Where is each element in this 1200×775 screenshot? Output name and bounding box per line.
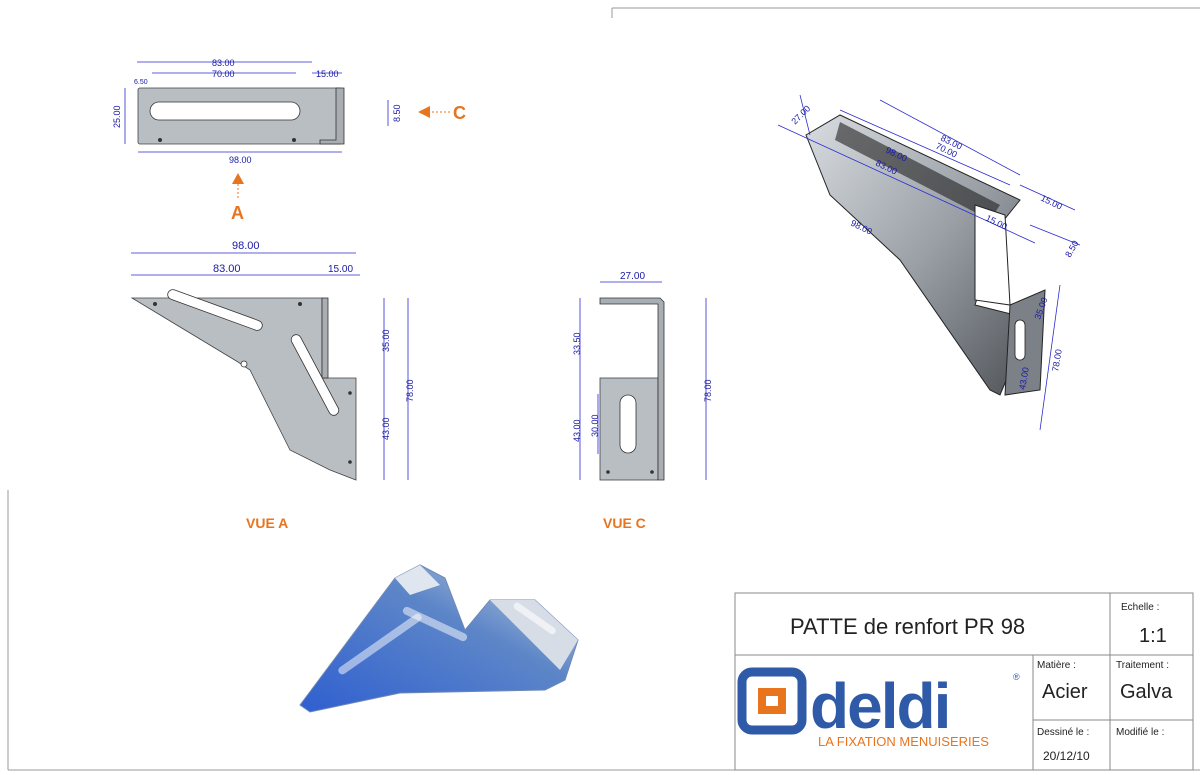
logo-wordmark: deldi	[810, 670, 949, 742]
title-block: PATTE de renfort PR 98 Echelle : 1:1 Mat…	[734, 592, 1194, 771]
vue-a-dim-15: 15.00	[328, 264, 353, 275]
top-dim-98: 98.00	[229, 155, 252, 165]
drawing-title: PATTE de renfort PR 98	[790, 614, 1025, 639]
vue-a-dim-98: 98.00	[232, 240, 260, 252]
vue-c-caption: VUE C	[603, 515, 646, 531]
iso-dim-43: 43.00	[1017, 366, 1031, 390]
vue-a-caption: VUE A	[246, 515, 288, 531]
vue-a-dim-43: 43.00	[381, 417, 391, 440]
traitement-label: Traitement :	[1116, 660, 1169, 671]
dessine-value: 20/12/10	[1043, 749, 1090, 763]
top-dim-15: 15.00	[316, 69, 339, 79]
top-view: 83.00 70.00 15.00 6.50 25.00 8.50 98.00 …	[112, 58, 466, 223]
vue-c: 27.00 33.50 43.00 30.00 78.00 VUE C	[572, 271, 713, 531]
iso-dim-78: 78.00	[1050, 348, 1064, 372]
top-dim-25: 25.00	[112, 105, 122, 128]
iso-dim-15-a: 15.00	[1039, 193, 1064, 212]
dessine-label: Dessiné le :	[1037, 727, 1089, 738]
top-dim-83: 83.00	[212, 58, 235, 68]
top-dim-8-50: 8.50	[392, 104, 402, 122]
vue-c-dim-33-50: 33.50	[572, 332, 582, 355]
vue-a: 98.00 83.00 15.00 35.00 43.00 78.00 VUE …	[130, 240, 415, 531]
iso-view: 27.00 83.00 70.00 98.00 83.00 98.00 15.0…	[777, 94, 1080, 431]
vue-a-dim-35: 35.00	[381, 329, 391, 352]
top-dim-70: 70.00	[212, 69, 235, 79]
traitement-value: Galva	[1120, 681, 1173, 703]
blue-render	[299, 564, 579, 713]
logo-registered: ®	[1013, 672, 1020, 682]
vue-a-dim-83: 83.00	[213, 263, 241, 275]
vue-a-dim-78: 78.00	[405, 379, 415, 402]
logo-tagline: LA FIXATION MENUISERIES	[818, 734, 989, 749]
matiere-label: Matière :	[1037, 660, 1076, 671]
vue-c-dim-27: 27.00	[620, 271, 645, 282]
echelle-label: Echelle :	[1121, 602, 1159, 613]
vue-c-dim-78: 78.00	[703, 379, 713, 402]
iso-dim-8-50: 8.50	[1063, 239, 1080, 259]
vue-c-dim-43: 43.00	[572, 419, 582, 442]
vue-c-dim-30: 30.00	[590, 414, 600, 437]
top-dim-6-50: 6.50	[134, 79, 148, 86]
arrow-c-label: C	[453, 103, 466, 123]
matiere-value: Acier	[1042, 681, 1088, 703]
deldi-logo: deldi ® LA FIXATION MENUISERIES	[737, 667, 1020, 749]
iso-dim-27: 27.00	[789, 103, 812, 126]
echelle-value: 1:1	[1139, 625, 1167, 647]
modifie-label: Modifié le :	[1116, 727, 1164, 738]
arrow-a-label: A	[231, 203, 244, 223]
